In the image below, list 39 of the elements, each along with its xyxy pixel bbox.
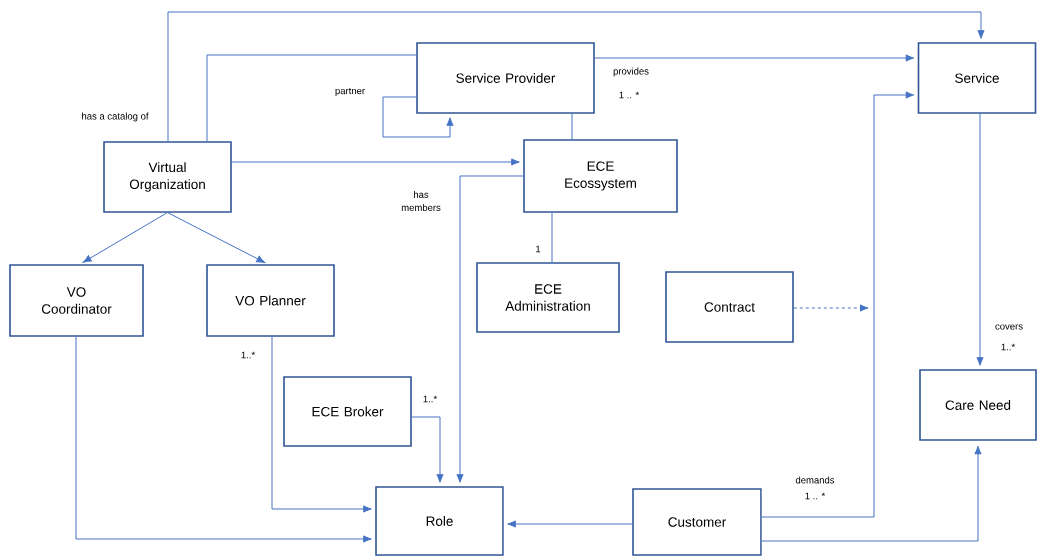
arrow bbox=[507, 520, 633, 528]
multiplicity-label: 1 .. * bbox=[619, 91, 640, 99]
class-box: Customer bbox=[632, 488, 762, 556]
class-box: Virtual Organization bbox=[103, 141, 232, 213]
arrow bbox=[167, 212, 265, 263]
arrow bbox=[594, 54, 915, 62]
class-box: Service Provider bbox=[416, 42, 595, 114]
arrow bbox=[456, 175, 524, 483]
arrow bbox=[231, 158, 520, 166]
arrow bbox=[761, 445, 982, 542]
multiplicity-label: 1 bbox=[536, 245, 541, 253]
arrow bbox=[411, 416, 444, 483]
class-box: Role bbox=[375, 486, 504, 556]
class-box: ECE Ecossystem bbox=[523, 139, 678, 213]
edge-label: demands bbox=[794, 475, 836, 485]
class-box: ECE Broker bbox=[283, 376, 412, 447]
edge-label: partner bbox=[333, 86, 367, 98]
arrow bbox=[167, 11, 985, 142]
multiplicity-label: 1..* bbox=[1001, 343, 1015, 351]
edge-label: has members bbox=[395, 190, 447, 212]
arrow bbox=[271, 336, 372, 513]
arrow bbox=[382, 96, 454, 138]
edge-label: has a catalog of bbox=[80, 111, 150, 123]
arrow bbox=[761, 91, 915, 518]
class-box: Care Need bbox=[919, 369, 1037, 441]
class-box: VO Planner bbox=[206, 264, 335, 337]
multiplicity-label: 1..* bbox=[241, 351, 255, 359]
edge-label: provides bbox=[612, 66, 650, 78]
edge-label: covers bbox=[994, 323, 1024, 331]
class-box: VO Coordinator bbox=[9, 264, 144, 337]
multiplicity-label: 1..* bbox=[423, 395, 437, 403]
class-box: Contract bbox=[665, 271, 794, 343]
multiplicity-label: 1 .. * bbox=[805, 492, 826, 500]
arrow bbox=[82, 212, 168, 263]
arrow bbox=[75, 336, 372, 543]
arrow bbox=[976, 113, 984, 366]
class-box: ECE Administration bbox=[476, 262, 620, 333]
class-box: Service bbox=[917, 42, 1037, 114]
arrow bbox=[793, 304, 869, 312]
